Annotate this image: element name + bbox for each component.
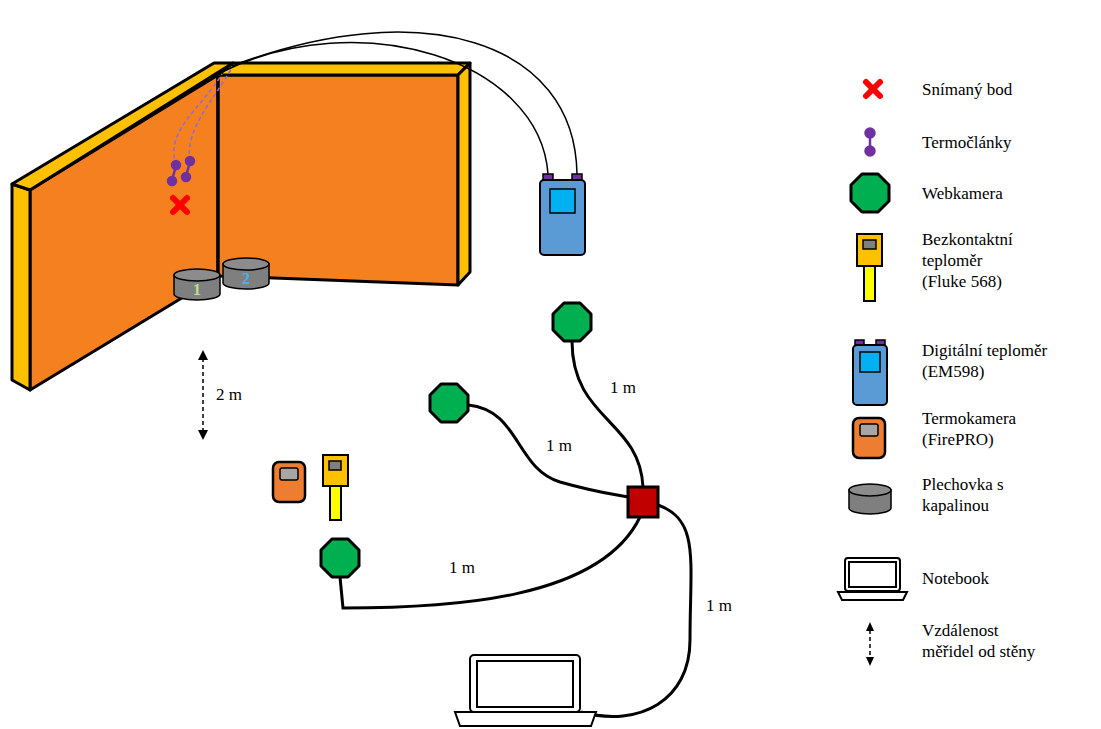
digital-thermometer — [540, 174, 585, 255]
thermocouple-wire — [222, 32, 577, 174]
legend-text: Snímaný bod — [922, 79, 1082, 100]
legend-thermal-camera — [853, 418, 885, 458]
legend-digital-thermometer — [853, 340, 887, 405]
wall — [12, 63, 470, 390]
notebook — [455, 655, 596, 726]
measured-point — [173, 198, 187, 212]
dimension-label: 1 m — [447, 558, 477, 578]
thermocouple-wire-hidden — [174, 68, 232, 165]
usb-hub — [628, 487, 658, 517]
can-number: 2 — [242, 270, 250, 288]
legend-distance-arrow — [866, 622, 874, 666]
dimension-label: 1 m — [704, 596, 734, 616]
legend-can — [849, 484, 891, 514]
dimension-label: 1 m — [608, 378, 638, 398]
dimension-label: 2 m — [214, 385, 244, 405]
legend-infrared-thermometer — [857, 234, 882, 301]
can-number: 1 — [193, 281, 201, 299]
legend-text: Bezkontaktní teploměr (Fluke 568) — [922, 229, 1022, 292]
legend-notebook — [838, 558, 907, 600]
legend-text: Vzdálenost měřidel od stěny — [922, 620, 1047, 662]
legend-text: Webkamera — [922, 183, 1082, 204]
legend-text: Termočlánky — [922, 132, 1082, 153]
infrared-thermometer — [323, 455, 348, 520]
legend-measured-point — [866, 82, 880, 96]
usb-cable — [340, 341, 691, 716]
liquid-can: 2 — [221, 255, 271, 291]
legend-text: Termokamera (FirePRO) — [922, 408, 1062, 450]
legend-thermocouple — [866, 129, 875, 156]
legend-text: Notebook — [922, 568, 1082, 589]
legend-text: Digitální teploměr (EM598) — [922, 340, 1062, 382]
distance-arrow — [198, 350, 208, 440]
thermal-camera — [273, 462, 305, 502]
thermocouple — [168, 157, 194, 185]
webcam — [321, 303, 591, 577]
dimension-label: 1 m — [544, 436, 574, 456]
liquid-can: 1 — [172, 266, 222, 302]
legend-text: Plechovka s kapalinou — [922, 474, 1062, 516]
legend-webcam — [851, 174, 889, 212]
